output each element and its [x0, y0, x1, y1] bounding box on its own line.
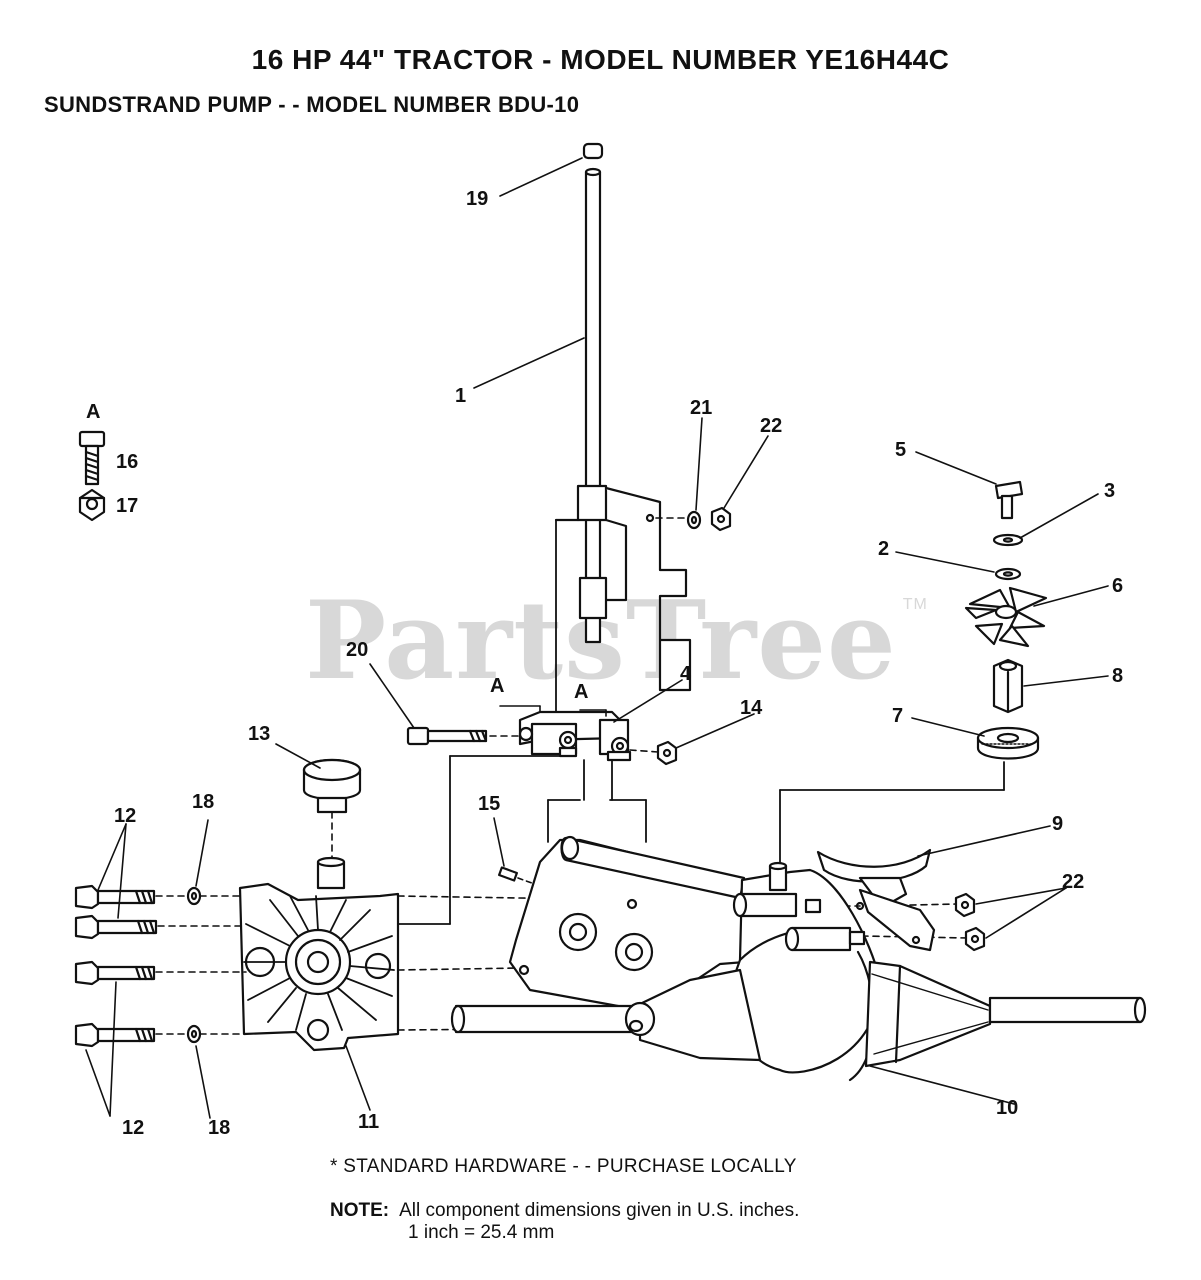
- callout-5: 5: [895, 439, 906, 461]
- callout-10: 10: [996, 1097, 1018, 1119]
- diagram-subtitle: SUNDSTRAND PUMP - - MODEL NUMBER BDU-10: [44, 92, 580, 117]
- fan-6: [964, 586, 1048, 648]
- bolt-12-d: [74, 1022, 156, 1048]
- legend-letter: A: [86, 401, 100, 423]
- spacer-8: [992, 658, 1024, 714]
- callout-3: 3: [1104, 480, 1115, 502]
- bolt-20: [406, 726, 488, 746]
- standard-hardware-note: * STANDARD HARDWARE - - PURCHASE LOCALLY: [330, 1156, 797, 1177]
- pulley-7: [976, 726, 1040, 760]
- callout-6: 6: [1112, 575, 1123, 597]
- callout-12-bottom: 12: [122, 1117, 144, 1139]
- washer-18-top: [186, 886, 202, 906]
- bracket-4: [499, 705, 632, 762]
- diagram-title: 16 HP 44" TRACTOR - MODEL NUMBER YE16H44…: [251, 44, 950, 75]
- nut-22-top: [710, 506, 732, 532]
- callout-4: 4: [680, 663, 692, 685]
- washer-21: [686, 510, 702, 530]
- washer-18-bottom: [186, 1024, 202, 1044]
- guard-9: [816, 848, 936, 952]
- callout-9: 9: [1052, 813, 1063, 835]
- transmission-10: [450, 835, 1147, 1082]
- nut-22-right-top: [954, 892, 976, 918]
- callout-22-right: 22: [1062, 871, 1084, 893]
- callout-18-top: 18: [192, 791, 214, 813]
- nut-22-right-bottom: [964, 926, 986, 952]
- callout-12-top: 12: [114, 805, 136, 827]
- callout-13: 13: [248, 723, 270, 745]
- legend-bolt-number: 16: [116, 451, 138, 473]
- washer-3: [992, 533, 1024, 547]
- shift-rod-1: [584, 167, 602, 644]
- legend-nut-number: 17: [116, 495, 138, 517]
- callout-1: 1: [455, 385, 466, 407]
- callout-a-left: A: [490, 675, 504, 697]
- note-line-1: All component dimensions given in U.S. i…: [399, 1200, 800, 1221]
- pump-11: [238, 856, 400, 1052]
- callout-a-right: A: [574, 681, 588, 703]
- callout-20: 20: [346, 639, 368, 661]
- rod-bracket: [554, 484, 692, 721]
- legend-bolt-icon: [78, 430, 106, 486]
- callout-7: 7: [892, 705, 903, 727]
- callout-22-top: 22: [760, 415, 782, 437]
- callout-21: 21: [690, 397, 712, 419]
- washer-2: [994, 567, 1022, 581]
- bolt-12-c: [74, 960, 156, 986]
- bolt-12-a: [74, 884, 156, 910]
- nut-14: [656, 740, 678, 766]
- note-label: NOTE:: [330, 1200, 390, 1221]
- bolt-12-b: [74, 914, 158, 940]
- cap-19: [582, 142, 604, 160]
- callout-2: 2: [878, 538, 889, 560]
- dimension-note: NOTE: All component dimensions given in U…: [330, 1200, 799, 1244]
- cap-13: [302, 758, 362, 861]
- callout-19: 19: [466, 188, 488, 210]
- bolt-5: [994, 480, 1024, 520]
- callout-14: 14: [740, 697, 763, 719]
- callout-15: 15: [478, 793, 500, 815]
- callout-11: 11: [358, 1111, 379, 1133]
- legend-nut-icon: [78, 488, 106, 522]
- note-line-2: 1 inch = 25.4 mm: [408, 1222, 555, 1243]
- watermark-tm: TM: [902, 596, 928, 613]
- callout-8: 8: [1112, 665, 1123, 687]
- callout-18-bottom: 18: [208, 1117, 230, 1139]
